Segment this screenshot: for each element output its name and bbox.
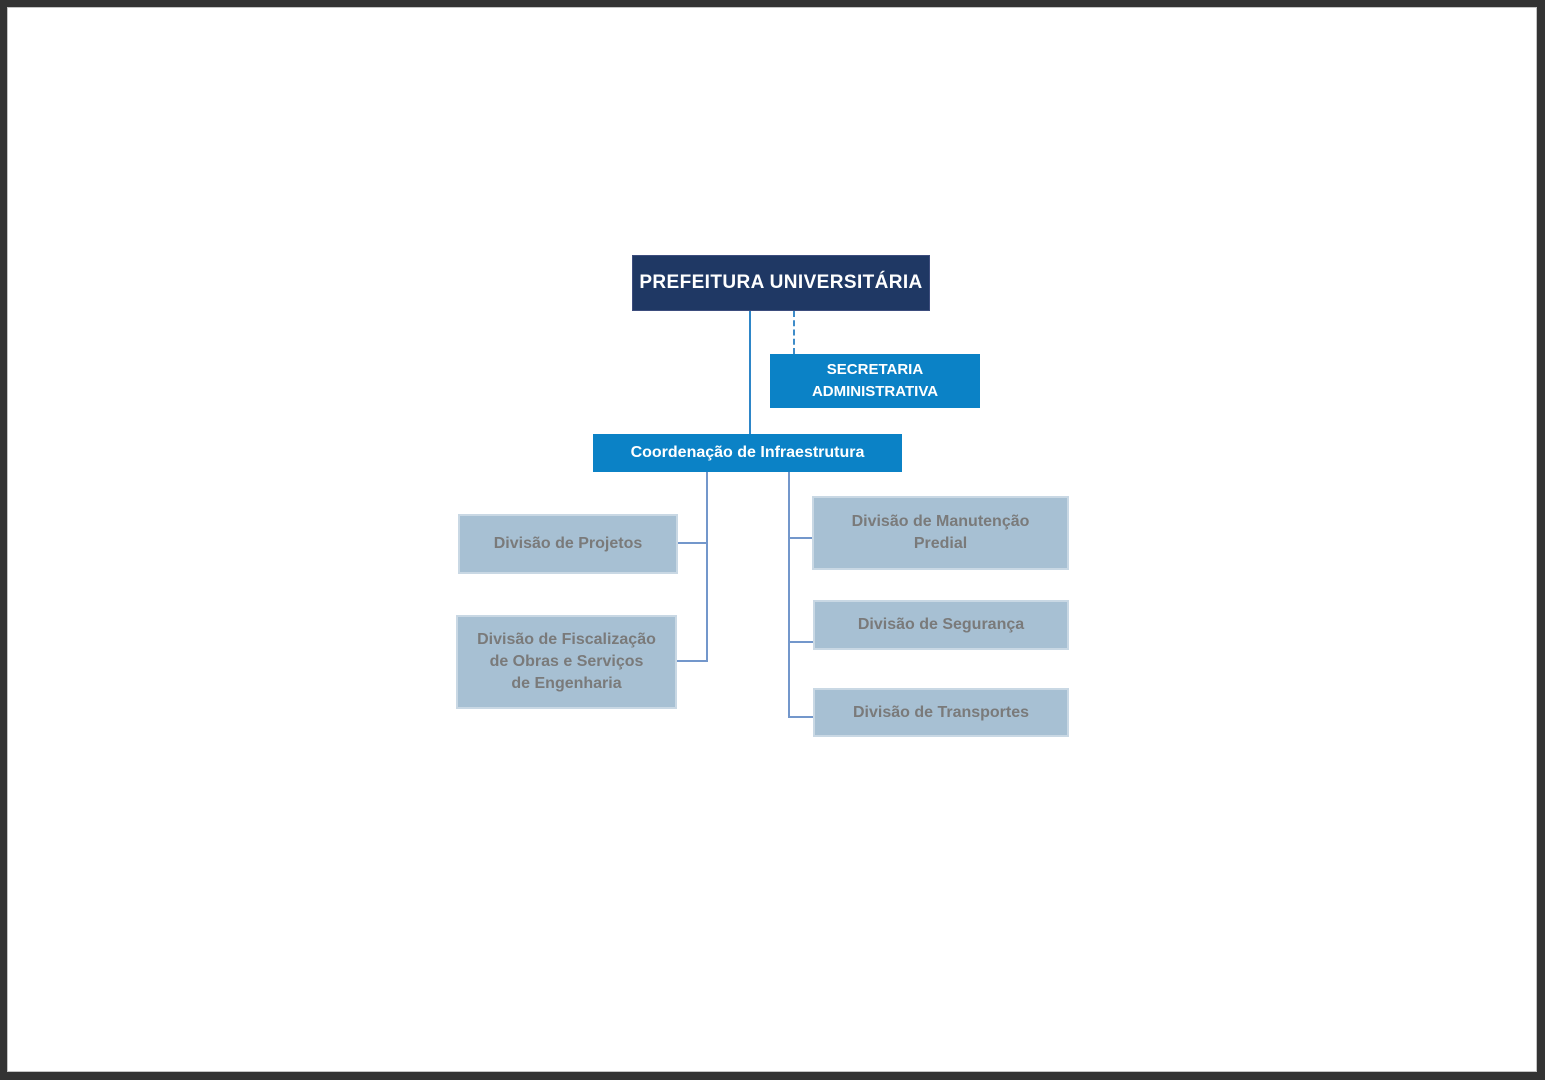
connector-stub-projetos <box>678 542 707 544</box>
org-node-label: Divisão de Segurança <box>857 616 1025 633</box>
org-node-label: Divisão de Projetos <box>493 535 643 552</box>
connector-stub-seguranca <box>790 641 813 643</box>
connector-stub-transportes <box>790 716 813 718</box>
org-node-divisao-transportes: Divisão de Transportes <box>813 688 1069 737</box>
connector-left-vertical <box>706 471 708 662</box>
chart-canvas <box>7 7 1537 1072</box>
org-node-label: Coordenação de Infraestrutura <box>630 444 865 461</box>
org-node-label: Divisão de Transportes <box>852 703 1030 721</box>
org-node-divisao-seguranca: Divisão de Segurança <box>813 600 1069 650</box>
org-node-secretaria-administrativa: SECRETARIA ADMINISTRATIVA <box>770 354 980 408</box>
org-node-prefeitura-universitaria: PREFEITURA UNIVERSITÁRIA <box>632 255 930 311</box>
org-node-divisao-manutencao-predial: Divisão de Manutenção Predial <box>812 496 1069 570</box>
connector-right-vertical <box>788 471 790 718</box>
connector-root-to-coordination <box>749 311 751 434</box>
connector-root-to-staff-dashed <box>793 311 795 354</box>
org-node-coordenacao-infraestrutura: Coordenação de Infraestrutura <box>593 434 902 472</box>
org-node-label: Divisão de Fiscalização de Obras e Servi… <box>477 631 656 692</box>
connector-stub-fiscalizacao <box>677 660 707 662</box>
org-node-label: SECRETARIA ADMINISTRATIVA <box>811 361 939 400</box>
org-node-divisao-projetos: Divisão de Projetos <box>458 514 678 574</box>
connector-stub-manutencao <box>790 537 813 539</box>
org-node-divisao-fiscalizacao: Divisão de Fiscalização de Obras e Servi… <box>456 615 677 709</box>
org-node-label: PREFEITURA UNIVERSITÁRIA <box>639 272 923 293</box>
org-node-label: Divisão de Manutenção Predial <box>851 513 1030 552</box>
